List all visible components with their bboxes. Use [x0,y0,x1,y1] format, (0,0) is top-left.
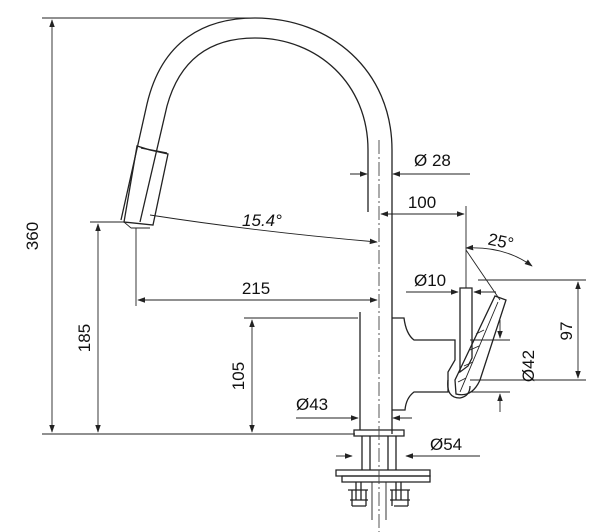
dim-line-spout-tilt [149,214,378,245]
dim-line-lever-angle [465,244,533,267]
label-handle-height: 97 [557,322,576,341]
label-body-diameter: Ø43 [296,395,328,414]
label-total-height: 360 [23,222,42,250]
dimension-lines [42,17,586,459]
label-lever-angle: 25° [486,230,515,254]
label-base-diameter: Ø54 [430,435,462,454]
spray-head [123,145,169,226]
label-handle-offset: 100 [408,193,436,212]
label-body-height: 105 [229,362,248,390]
label-reach: 215 [242,279,270,298]
lever-handle [459,287,473,374]
label-spout-tilt: 15.4° [242,211,282,230]
countertop [335,469,431,477]
spout-outer-contour [120,17,393,434]
label-spout-diameter: Ø 28 [414,151,451,170]
label-handle-diameter: Ø42 [519,350,538,382]
label-outlet-height: 185 [75,324,94,352]
mounting-shank [361,436,397,470]
spout-inner-contour [139,37,369,223]
mounting-bracket [341,475,431,483]
mounting-bolts [348,482,410,507]
handle-base [392,317,456,411]
dimension-labels: 360 185 105 215 15.4° Ø 28 100 25° Ø10 Ø… [23,151,576,454]
label-lever-diameter: Ø10 [414,271,446,290]
